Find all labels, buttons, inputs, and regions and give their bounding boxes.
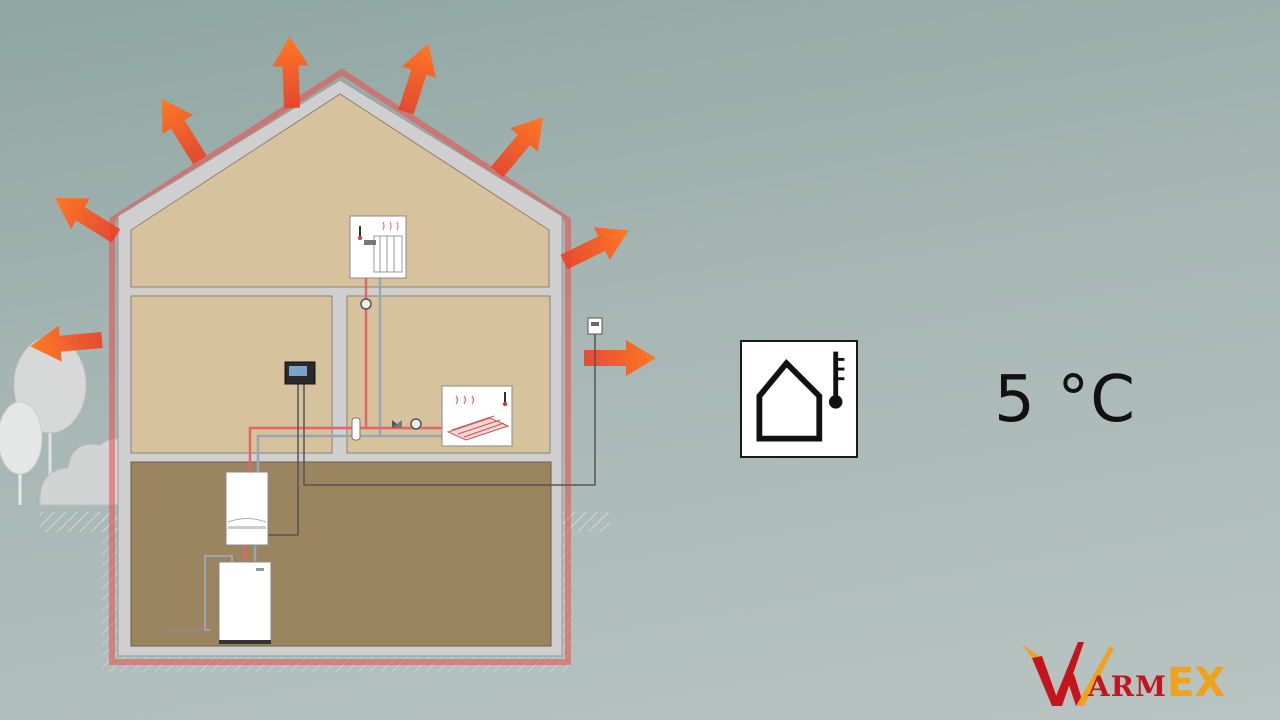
heat-loss-arrows [30, 36, 656, 376]
heat-glow [109, 68, 571, 665]
heat-loss-arrow [560, 227, 629, 270]
heat-loss-arrow [584, 340, 656, 376]
radiator-icon [349, 215, 407, 279]
floor-heating-icon [441, 385, 513, 447]
pump-icon [351, 298, 422, 441]
basement [130, 461, 552, 647]
heat-loss-arrow [30, 325, 103, 362]
boiler-icon [225, 471, 269, 546]
logo-w-mark [1022, 642, 1114, 706]
heat-loss-arrow [398, 43, 437, 115]
heat-loss-arrow [272, 36, 309, 109]
attic-room [130, 93, 550, 288]
house-thermometer-icon [756, 351, 845, 442]
logo-wordmark: ARMEX [1088, 660, 1226, 706]
outdoor-sensor-icon [587, 317, 603, 335]
room-controller-icon [284, 361, 316, 385]
heat-loss-arrow [161, 98, 207, 165]
outdoor-temperature-sensor-symbol [740, 340, 858, 458]
heat-loss-arrow [490, 116, 544, 178]
outdoor-temperature-value: 5 °C [994, 363, 1136, 437]
warmex-logo: ARMEX [1018, 636, 1268, 712]
hot-water-tank-icon [218, 561, 272, 644]
control-wires [268, 332, 596, 536]
heat-loss-arrow [54, 197, 121, 243]
